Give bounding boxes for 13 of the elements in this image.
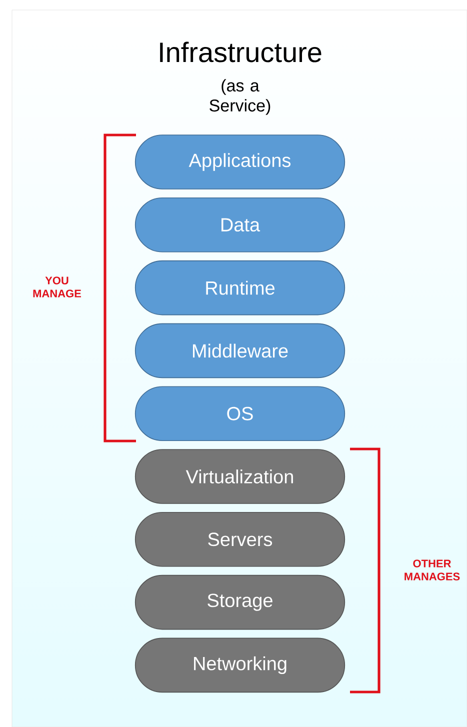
layer-box: Servers (134, 512, 346, 567)
bracket-label: OTHER MANAGES (404, 560, 460, 580)
bracket-label: YOU MANAGE (33, 276, 81, 298)
layer-box: Virtualization (134, 449, 346, 504)
layer-box: Data (134, 198, 346, 252)
layer-box: Storage (134, 574, 346, 630)
layer-box: Middleware (134, 323, 346, 378)
layer-box: OS (134, 386, 346, 441)
subtitle: (as a Service) (210, 79, 270, 115)
title: Infrastructure (160, 42, 322, 62)
layer-box: Applications (134, 134, 346, 190)
layer-box: Networking (134, 638, 346, 693)
layer-box: Runtime (134, 260, 346, 316)
